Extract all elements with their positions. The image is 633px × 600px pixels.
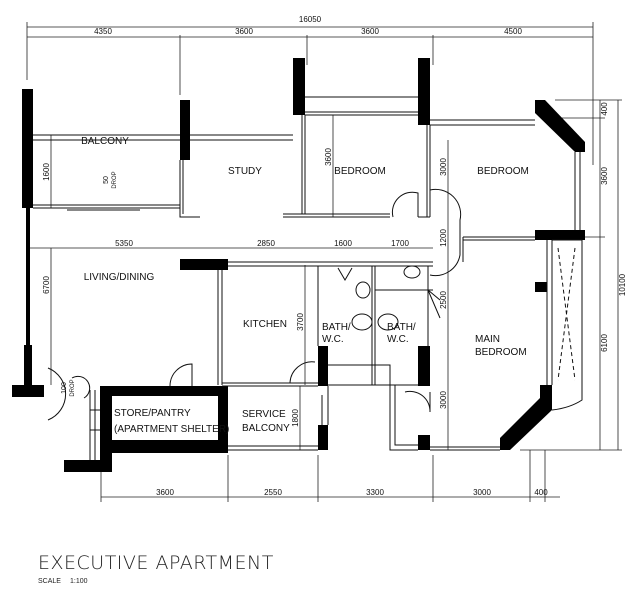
dim-bottom-2: 2550 <box>264 488 282 497</box>
plan-title: EXECUTIVE APARTMENT <box>38 552 274 574</box>
room-study: STUDY <box>228 166 262 177</box>
bathroom-fixtures <box>351 265 421 331</box>
dim-bottom-3: 3300 <box>366 488 384 497</box>
room-main-bedroom-line2: BEDROOM <box>475 347 527 358</box>
dim-bedroom2-depth: 3000 <box>439 158 448 176</box>
dim-top-2: 3600 <box>235 27 253 36</box>
room-bath-2-line2: W.C. <box>387 334 409 345</box>
room-service-line2: BALCONY <box>242 423 290 434</box>
dim-bottom-4: 3000 <box>473 488 491 497</box>
dim-service-depth: 1800 <box>291 409 300 427</box>
dim-mid-1: 5350 <box>115 239 133 248</box>
doors <box>47 188 462 421</box>
room-labels: BALCONY STUDY BEDROOM BEDROOM LIVING/DIN… <box>81 136 529 435</box>
room-main-bedroom-line1: MAIN <box>475 334 500 345</box>
dim-right-1: 400 <box>600 102 609 116</box>
dim-mb-bath-depth: 3000 <box>439 391 448 409</box>
room-kitchen: KITCHEN <box>243 319 287 330</box>
walls <box>12 58 585 472</box>
dim-right-2: 3600 <box>600 167 609 185</box>
dim-top-4: 4500 <box>504 27 522 36</box>
room-living-dining: LIVING/DINING <box>84 272 155 283</box>
dim-kitchen-depth: 3700 <box>296 313 305 331</box>
scale-label: SCALE <box>38 578 61 585</box>
room-bath-2-line1: BATH/ <box>387 322 416 333</box>
dim-overall-width: 16050 <box>299 15 322 24</box>
scale-value: 1:100 <box>70 578 88 585</box>
room-bath-1-line2: W.C. <box>322 334 344 345</box>
room-bath-1-line1: BATH/ <box>322 322 351 333</box>
dim-living-depth: 6700 <box>42 276 51 294</box>
dim-bottom-1: 3600 <box>156 488 174 497</box>
room-service-line1: SERVICE <box>242 409 286 420</box>
dim-mid-3: 1600 <box>334 239 352 248</box>
room-bedroom-2: BEDROOM <box>477 166 529 177</box>
room-balcony: BALCONY <box>81 136 129 147</box>
dim-top-3: 3600 <box>361 27 379 36</box>
dimension-lines <box>26 22 622 502</box>
dim-corridor: 1200 <box>439 229 448 247</box>
dim-right-overall: 10100 <box>618 273 627 296</box>
thin-walls <box>33 96 583 460</box>
room-bedroom-1: BEDROOM <box>334 166 386 177</box>
dim-mid-4: 1700 <box>391 239 409 248</box>
dim-bottom-5: 400 <box>534 488 548 497</box>
drop-balcony-label: DROP <box>112 171 118 188</box>
dim-mid-2: 2850 <box>257 239 275 248</box>
room-store-line1: STORE/PANTRY <box>114 408 191 419</box>
room-store-line2: (APARTMENT SHELTER) <box>114 424 229 435</box>
drop-entry-value: 100 <box>61 382 68 394</box>
dim-bedroom-depth: 3600 <box>324 148 333 166</box>
dim-balcony-depth: 1600 <box>42 163 51 181</box>
dim-right-3: 6100 <box>600 334 609 352</box>
dim-top-1: 4350 <box>94 27 112 36</box>
dim-bath-depth: 2500 <box>439 291 448 309</box>
drop-entry-label: DROP <box>70 379 76 396</box>
dimension-labels: 16050 4350 3600 3600 4500 5350 2850 1600… <box>42 15 627 497</box>
drop-balcony-value: 50 <box>103 176 110 184</box>
